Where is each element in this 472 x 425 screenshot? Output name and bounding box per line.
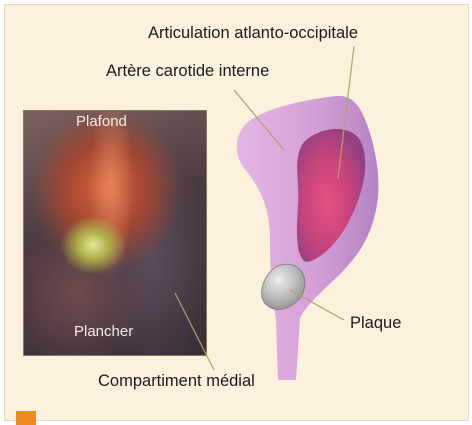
label-articulation: Articulation atlanto-occipitale: [148, 24, 358, 43]
label-compartiment: Compartiment médial: [98, 372, 255, 391]
leader-compartiment: [175, 293, 214, 370]
label-plaque: Plaque: [350, 314, 401, 333]
accent-marker: [16, 411, 36, 425]
label-carotide: Artère carotide interne: [106, 62, 269, 81]
